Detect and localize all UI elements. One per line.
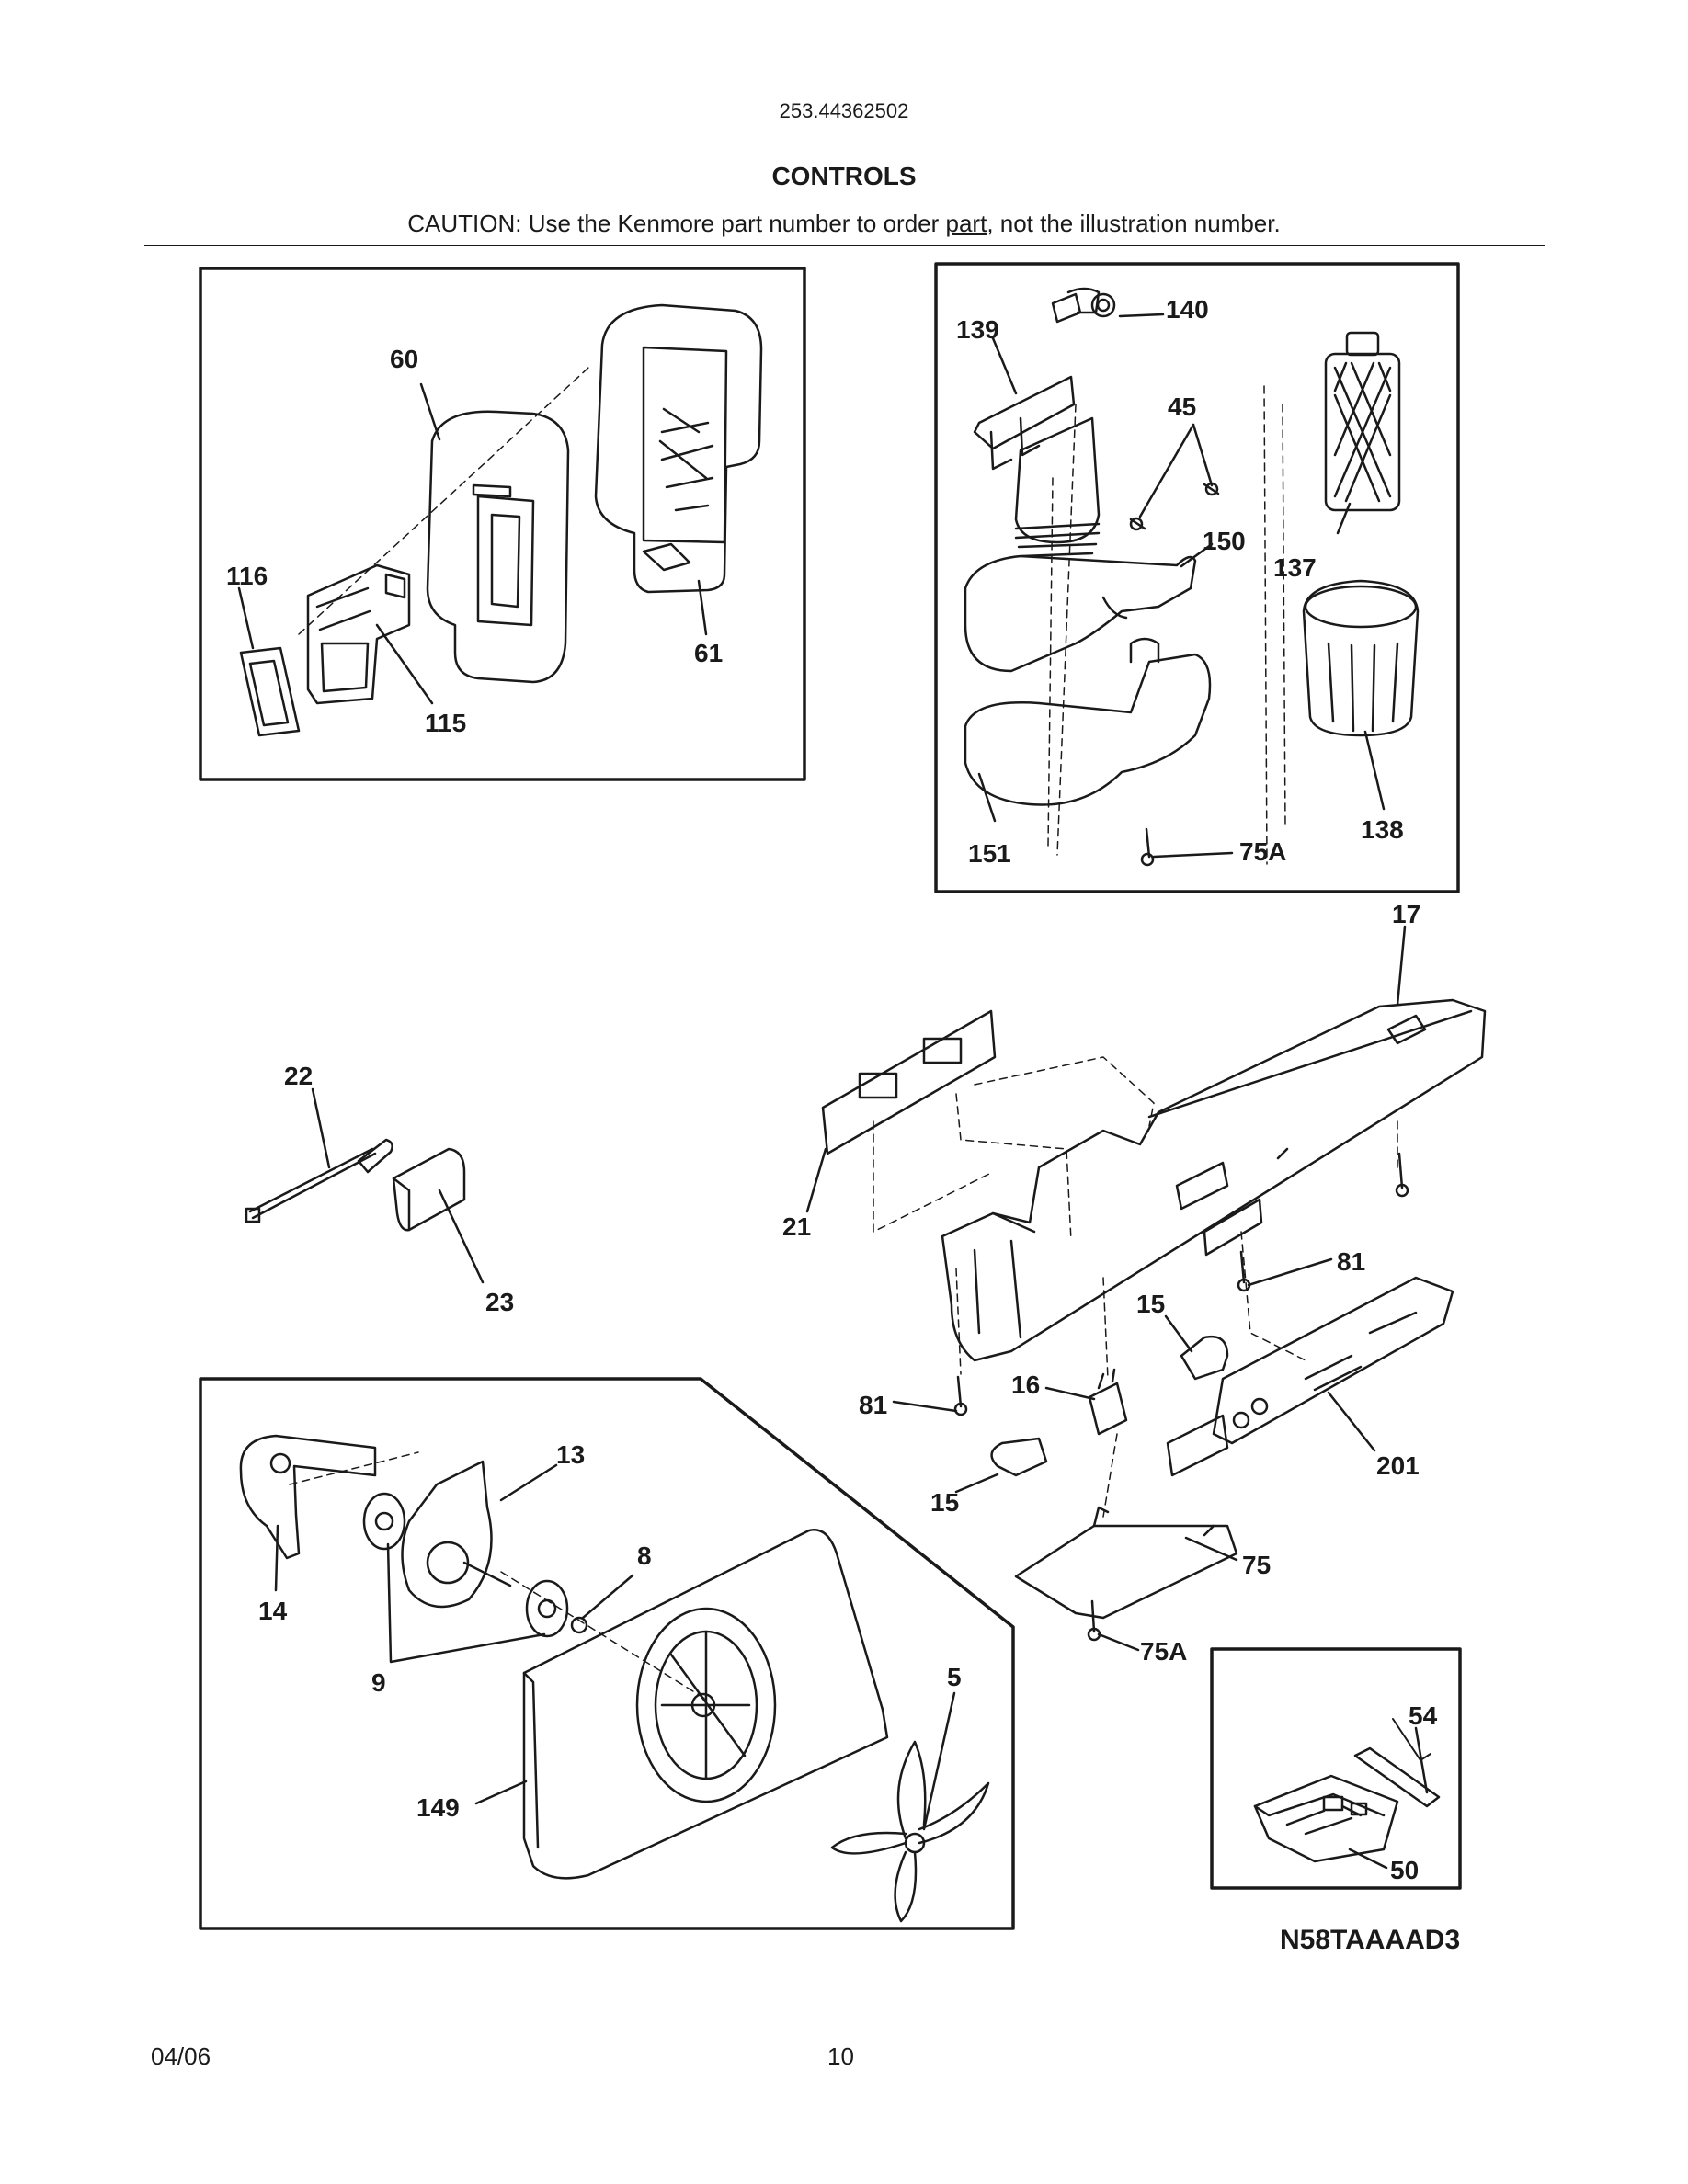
- leader-13: [499, 1463, 558, 1502]
- leader-14: [274, 1524, 279, 1592]
- leader-54: [1414, 1726, 1429, 1794]
- callout-21: 21: [782, 1212, 811, 1241]
- leader-137: [1336, 502, 1352, 535]
- leader-9: [386, 1542, 546, 1664]
- leader-115: [375, 623, 434, 705]
- leader-15-upper: [1164, 1314, 1193, 1353]
- callout-5: 5: [947, 1663, 962, 1691]
- callout-138: 138: [1361, 815, 1404, 844]
- callout-22: 22: [284, 1062, 313, 1090]
- leader-61: [697, 579, 708, 636]
- leader-23: [438, 1189, 485, 1284]
- leader-116: [237, 586, 255, 650]
- leader-150: [1180, 542, 1214, 568]
- water-filter-icon: [964, 287, 1420, 867]
- leader-22: [311, 1087, 331, 1169]
- leader-75A-top: [1152, 851, 1234, 859]
- leader-5: [922, 1691, 956, 1831]
- leader-45b: [1192, 423, 1214, 487]
- callout-140: 140: [1166, 295, 1209, 324]
- caution-text-end: , not the illustration number.: [987, 210, 1281, 237]
- callout-14: 14: [258, 1597, 288, 1625]
- damper-housing-icon: [239, 303, 763, 737]
- leader-149: [474, 1780, 528, 1805]
- callout-75A-top: 75A: [1239, 837, 1286, 866]
- panel-fan: [199, 1377, 1015, 1930]
- panel-damper: [199, 267, 806, 781]
- callout-45: 45: [1168, 392, 1196, 421]
- callout-16: 16: [1011, 1371, 1040, 1399]
- page-title: CONTROLS: [771, 162, 917, 190]
- callout-115: 115: [425, 709, 466, 737]
- callout-151: 151: [968, 839, 1011, 868]
- callout-75A-bottom: 75A: [1140, 1637, 1187, 1666]
- control-housing-icon: [245, 998, 1487, 1642]
- leader-50: [1348, 1848, 1388, 1870]
- callout-50: 50: [1390, 1856, 1419, 1884]
- leader-151: [977, 772, 997, 823]
- relay-box-icon: [1253, 1718, 1441, 1863]
- model-number: 253.44362502: [779, 99, 909, 122]
- leader-45a: [1138, 423, 1195, 518]
- callout-60: 60: [390, 345, 418, 373]
- leader-140: [1118, 313, 1165, 318]
- diagram-code: N58TAAAAD3: [1280, 1925, 1460, 1955]
- leader-81-right: [1247, 1257, 1333, 1287]
- callout-8: 8: [637, 1541, 652, 1570]
- leader-15-lower: [954, 1473, 999, 1494]
- leader-60: [419, 382, 441, 441]
- callout-15-lower: 15: [930, 1488, 959, 1517]
- callout-116: 116: [226, 562, 268, 590]
- caution-part-link[interactable]: part: [945, 210, 987, 237]
- leader-17: [1396, 925, 1407, 1007]
- callout-150: 150: [1203, 527, 1246, 555]
- leader-75: [1184, 1536, 1238, 1562]
- callout-13: 13: [556, 1440, 585, 1469]
- callout-81-left: 81: [859, 1391, 887, 1419]
- leader-81-left: [892, 1400, 958, 1413]
- caution-note: CAUTION: Use the Kenmore part number to …: [0, 210, 1688, 238]
- callout-15-upper: 15: [1136, 1290, 1165, 1318]
- callout-17: 17: [1392, 900, 1420, 928]
- callout-139: 139: [956, 315, 999, 344]
- callout-75: 75: [1242, 1551, 1271, 1579]
- panel-filter: [934, 262, 1460, 893]
- callout-9: 9: [371, 1668, 386, 1697]
- callout-23: 23: [485, 1288, 514, 1316]
- leader-139: [991, 336, 1018, 395]
- callout-81-right: 81: [1337, 1247, 1365, 1276]
- leader-16: [1044, 1386, 1096, 1401]
- callout-54: 54: [1409, 1701, 1438, 1730]
- leader-201: [1327, 1391, 1376, 1452]
- caution-text: CAUTION: Use the Kenmore part number to …: [407, 210, 946, 237]
- panel-relay: [1210, 1647, 1462, 1890]
- leader-8: [581, 1574, 634, 1620]
- callout-61: 61: [694, 639, 723, 667]
- page-number: 10: [827, 2042, 854, 2070]
- leader-75A-bottom: [1097, 1632, 1140, 1652]
- evaporator-fan-icon: [239, 1434, 990, 1923]
- footer-date: 04/06: [151, 2042, 211, 2070]
- header-divider: [144, 245, 1545, 246]
- callout-201: 201: [1376, 1451, 1420, 1480]
- callout-137: 137: [1273, 553, 1317, 582]
- leader-21: [805, 1147, 827, 1213]
- leader-138: [1363, 730, 1386, 811]
- callout-149: 149: [416, 1793, 460, 1822]
